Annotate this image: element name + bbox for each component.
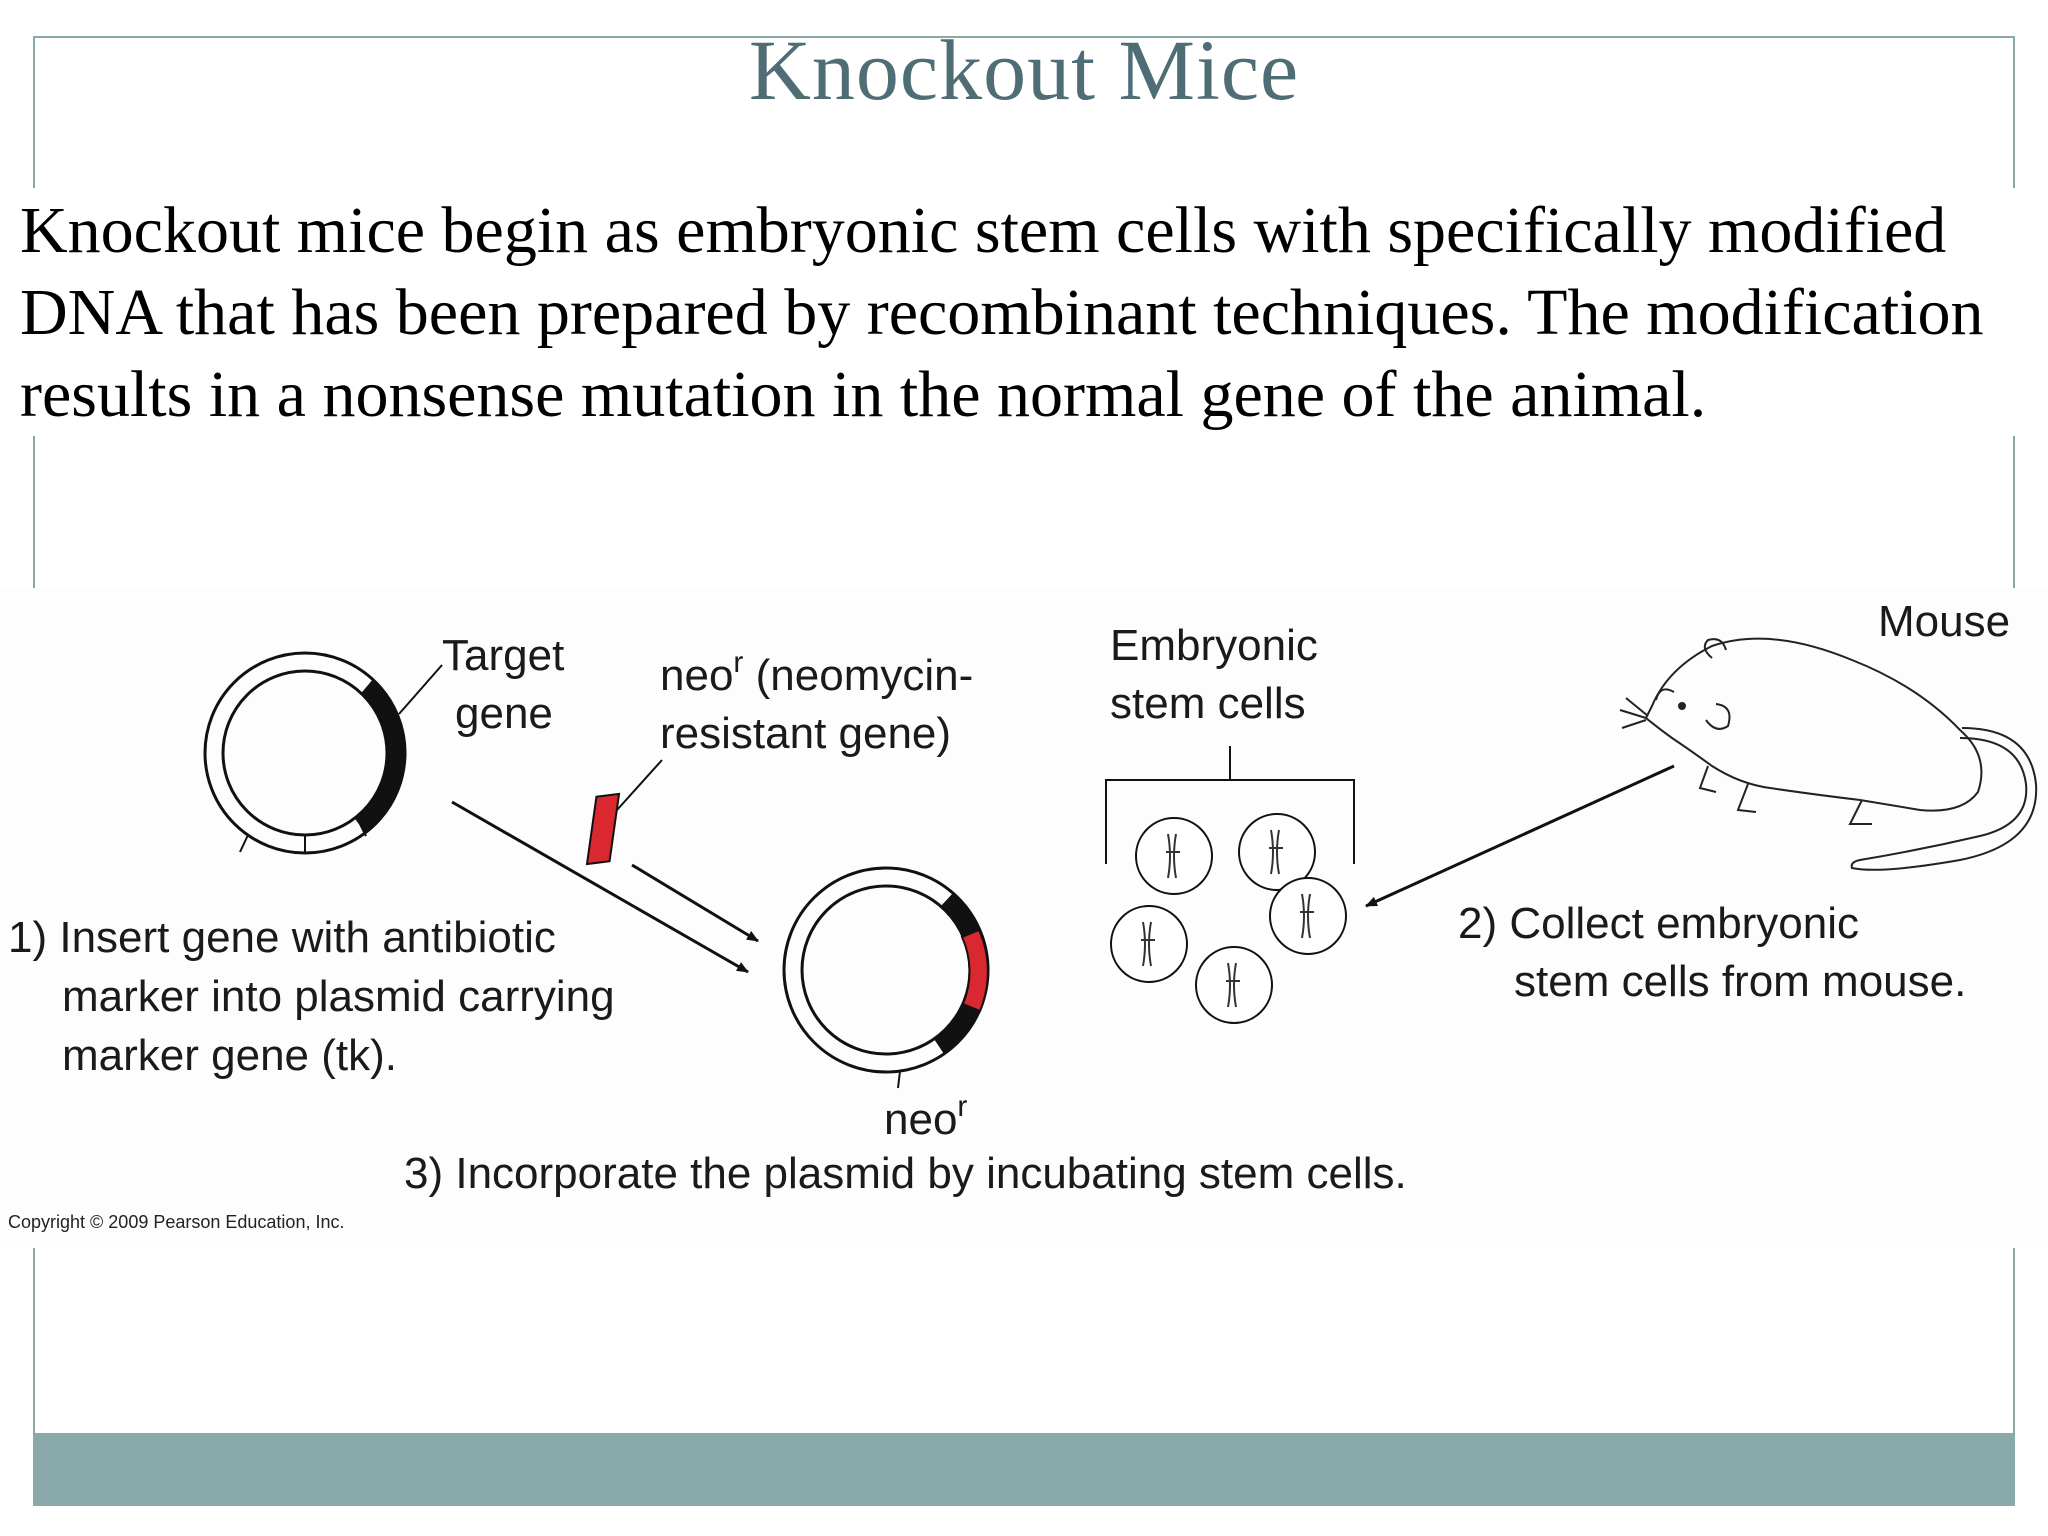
step3-text: 3) Incorporate the plasmid by incubating… — [404, 1149, 1407, 1198]
neo-gene-label-line2: resistant gene) — [660, 709, 951, 758]
neo-gene-label: neor (neomycin- — [660, 646, 973, 700]
step1-text-line3: marker gene (tk). — [62, 1031, 397, 1080]
neo-plasmid-label: neor — [884, 1090, 967, 1144]
knockout-diagram: Target gene neor (neomycin- resistant ge… — [0, 588, 2048, 1248]
embryonic-label-line2: stem cells — [1110, 679, 1306, 728]
footer-bar — [33, 1433, 2015, 1505]
mouse-illustration — [1619, 637, 2038, 871]
original-plasmid — [203, 651, 407, 855]
recombinant-plasmid — [782, 866, 990, 1089]
slide-title: Knockout Mice — [748, 22, 1300, 118]
step1-text-line2: marker into plasmid carrying — [62, 972, 615, 1021]
arrow-neo-to-recombinant — [631, 863, 759, 943]
target-gene-label: Target — [442, 631, 564, 680]
step1-text-line1: 1) Insert gene with antibiotic — [8, 913, 556, 962]
slide-body-text: Knockout mice begin as embryonic stem ce… — [20, 188, 2030, 436]
neo-insert-segment — [960, 928, 989, 1013]
arrow-plasmid-to-recombinant — [451, 800, 749, 974]
step2-text-line2: stem cells from mouse. — [1514, 957, 1966, 1006]
neo-gene-fragment — [585, 792, 621, 866]
arrow-mouse-to-stem-cells — [1365, 764, 1675, 908]
target-gene-label-line2: gene — [455, 689, 553, 738]
mouse-label: Mouse — [1878, 597, 2010, 646]
step2-text-line1: 2) Collect embryonic — [1458, 899, 1859, 948]
embryonic-label: Embryonic — [1110, 621, 1318, 670]
target-gene-segment — [354, 678, 407, 833]
stem-cells-group — [1110, 813, 1347, 1024]
copyright-text: Copyright © 2009 Pearson Education, Inc. — [8, 1212, 344, 1232]
